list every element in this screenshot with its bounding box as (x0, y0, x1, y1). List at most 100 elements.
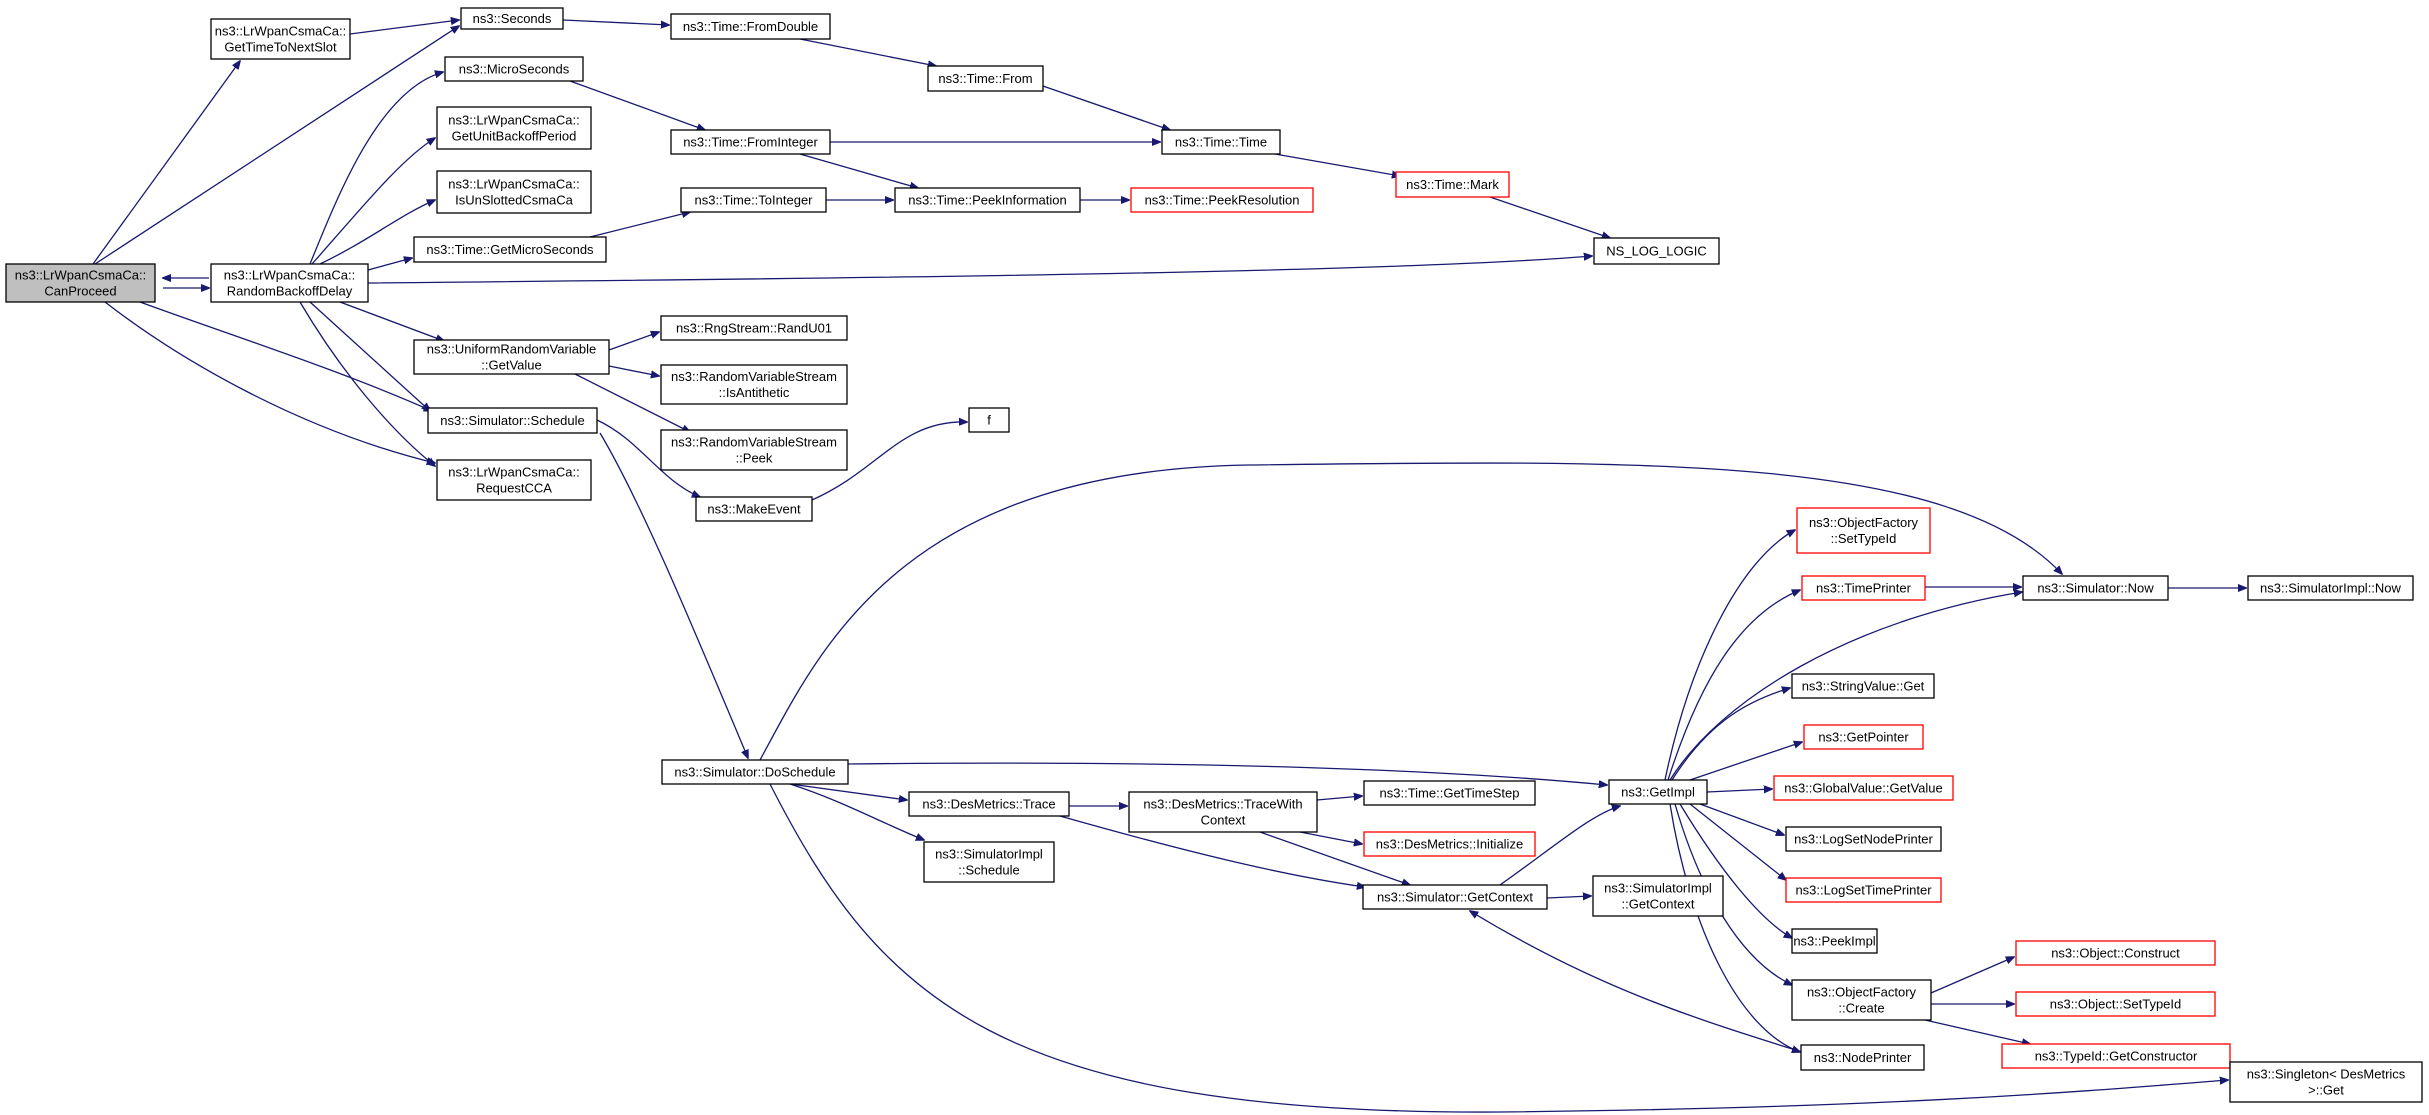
node-trace[interactable]: ns3::DesMetrics::Trace (908, 791, 1070, 817)
node-randombackoffdelay[interactable]: ns3::LrWpanCsmaCa::RandomBackoffDelay (210, 263, 369, 303)
node-simimplschedule[interactable]: ns3::SimulatorImpl::Schedule (923, 841, 1055, 883)
edge-getvalue-to-randu01 (608, 332, 659, 351)
node-box (1362, 884, 1548, 910)
node-peekinformation[interactable]: ns3::Time::PeekInformation (894, 187, 1081, 213)
node-box (1592, 875, 1724, 917)
node-tointeger[interactable]: ns3::Time::ToInteger (680, 187, 827, 213)
node-label-line: ::Schedule (958, 863, 1019, 878)
node-box (2229, 1061, 2423, 1103)
edge-factorycreate-to-objectconstruct (1930, 957, 2014, 994)
node-peekimpl[interactable]: ns3::PeekImpl (1791, 928, 1878, 954)
node-label-line: ns3::SimulatorImpl::Now (2260, 581, 2401, 596)
edges (92, 20, 2246, 1113)
node-requestcca[interactable]: ns3::LrWpanCsmaCa::RequestCCA (436, 459, 592, 501)
node-mark[interactable]: ns3::Time::Mark (1395, 171, 1510, 198)
node-getpointer[interactable]: ns3::GetPointer (1803, 724, 1924, 750)
node-label-line: ns3::PeekImpl (1793, 934, 1875, 949)
node-box (894, 187, 1081, 213)
node-label-line: ns3::RandomVariableStream (671, 435, 837, 450)
node-label-line: ns3::Simulator::Now (2037, 581, 2154, 596)
node-factorycreate[interactable]: ns3::ObjectFactory::Create (1791, 979, 1932, 1021)
node-schedule[interactable]: ns3::Simulator::Schedule (427, 407, 598, 434)
node-label-line: ns3::Time::GetTimeStep (1380, 786, 1520, 801)
edge-getimpl-to-stringvalueget (1671, 688, 1790, 781)
edge-tracewithcontext-to-getcontext (1259, 831, 1410, 885)
node-microseconds[interactable]: ns3::MicroSeconds (444, 56, 584, 82)
edge-schedule-to-doschedule (599, 432, 748, 758)
node-label-line: NS_LOG_LOGIC (1606, 244, 1706, 259)
node-logsetnodeprinter[interactable]: ns3::LogSetNodePrinter (1785, 826, 1942, 852)
node-getconstructor[interactable]: ns3::TypeId::GetConstructor (2001, 1043, 2231, 1069)
node-gettimestep[interactable]: ns3::Time::GetTimeStep (1363, 780, 1536, 806)
node-label-line: ::GetValue (481, 358, 541, 373)
node-singletonget[interactable]: ns3::Singleton< DesMetrics>::Get (2229, 1061, 2423, 1103)
node-canproceed[interactable]: ns3::LrWpanCsmaCa::CanProceed (5, 263, 156, 303)
node-globalvaluegetvalue[interactable]: ns3::GlobalValue::GetValue (1773, 775, 1954, 801)
edge-canproceed-to-seconds (94, 26, 459, 265)
node-label-line: IsUnSlottedCsmaCa (455, 193, 574, 208)
node-simimplnow[interactable]: ns3::SimulatorImpl::Now (2247, 575, 2414, 601)
node-label-line: ns3::LrWpanCsmaCa:: (15, 268, 147, 283)
node-label-line: ns3::MicroSeconds (459, 62, 570, 77)
node-fromdouble[interactable]: ns3::Time::FromDouble (670, 13, 831, 40)
edge-doschedule-to-simimplschedule (789, 783, 924, 840)
node-peekresolution[interactable]: ns3::Time::PeekResolution (1130, 187, 1314, 213)
edge-tracewithcontext-to-gettimestep (1316, 796, 1362, 800)
edge-canproceed-to-requestcca (104, 301, 435, 463)
node-getunitbackoffperiod[interactable]: ns3::LrWpanCsmaCa::GetUnitBackoffPeriod (436, 106, 592, 150)
node-box (1593, 237, 1720, 265)
edge-getmicroseconds-to-tointeger (589, 212, 690, 238)
edge-factorycreate-to-getconstructor (1924, 1019, 2030, 1044)
node-label-line: ns3::SimulatorImpl (935, 847, 1043, 862)
node-time[interactable]: ns3::Time::Time (1161, 129, 1281, 155)
node-makeevent[interactable]: ns3::MakeEvent (695, 496, 813, 522)
node-box (1161, 129, 1281, 155)
node-getcontext[interactable]: ns3::Simulator::GetContext (1362, 884, 1548, 910)
edge-getimpl-to-settypeid (1664, 530, 1795, 781)
node-stringvalueget[interactable]: ns3::StringValue::Get (1791, 673, 1935, 699)
edge-randombackoffdelay-to-getmicroseconds (367, 258, 412, 271)
node-rvspeek[interactable]: ns3::RandomVariableStream::Peek (660, 429, 848, 471)
node-label-line: ns3::ObjectFactory (1809, 515, 1919, 530)
node-settypeid[interactable]: ns3::ObjectFactory::SetTypeId (1796, 507, 1931, 554)
node-gettimetonextslot[interactable]: ns3::LrWpanCsmaCa::GetTimeToNextSlot (210, 18, 351, 60)
node-getimpl[interactable]: ns3::GetImpl (1608, 779, 1708, 805)
node-logsettimeprinter[interactable]: ns3::LogSetTimePrinter (1785, 877, 1942, 903)
node-f[interactable]: f (968, 407, 1010, 433)
node-label-line: ns3::RandomVariableStream (671, 369, 837, 384)
node-frominteger[interactable]: ns3::Time::FromInteger (670, 129, 831, 155)
node-box (2001, 1043, 2231, 1069)
node-box (5, 263, 156, 303)
node-nodeprinter[interactable]: ns3::NodePrinter (1800, 1044, 1925, 1071)
node-label-line: ns3::Simulator::DoSchedule (674, 765, 835, 780)
node-isantithetic[interactable]: ns3::RandomVariableStream::IsAntithetic (660, 364, 848, 405)
node-box (1800, 1044, 1925, 1071)
edge-canproceed-to-schedule (139, 301, 432, 411)
node-desinitialize[interactable]: ns3::DesMetrics::Initialize (1363, 831, 1536, 857)
node-getmicroseconds[interactable]: ns3::Time::GetMicroSeconds (413, 236, 607, 263)
node-getvalue[interactable]: ns3::UniformRandomVariable::GetValue (413, 339, 610, 375)
node-label-line: ns3::LogSetTimePrinter (1795, 883, 1932, 898)
node-randu01[interactable]: ns3::RngStream::RandU01 (660, 315, 848, 341)
node-box (968, 407, 1010, 433)
node-objectconstruct[interactable]: ns3::Object::Construct (2015, 940, 2216, 966)
node-label-line: ns3::Object::SetTypeId (2050, 997, 2182, 1012)
node-label-line: ns3::DesMetrics::Trace (922, 797, 1055, 812)
edge-tracewithcontext-to-desinitialize (1299, 831, 1362, 844)
node-isunslottedcsmaca[interactable]: ns3::LrWpanCsmaCa::IsUnSlottedCsmaCa (436, 170, 592, 214)
node-doschedule[interactable]: ns3::Simulator::DoSchedule (661, 759, 849, 785)
node-nslogic[interactable]: NS_LOG_LOGIC (1593, 237, 1720, 265)
node-box (210, 263, 369, 303)
node-label-line: CanProceed (44, 284, 116, 299)
edge-microseconds-to-frominteger (569, 80, 705, 130)
node-timeprinter[interactable]: ns3::TimePrinter (1801, 575, 1926, 601)
node-box (908, 791, 1070, 817)
node-from[interactable]: ns3::Time::From (927, 65, 1044, 92)
node-label-line: ns3::TimePrinter (1816, 581, 1912, 596)
node-now[interactable]: ns3::Simulator::Now (2022, 575, 2169, 601)
node-box (1803, 724, 1924, 750)
node-seconds[interactable]: ns3::Seconds (460, 7, 564, 30)
node-simimplgetcontext[interactable]: ns3::SimulatorImpl::GetContext (1592, 875, 1724, 917)
node-objectsettypeid[interactable]: ns3::Object::SetTypeId (2015, 991, 2216, 1017)
